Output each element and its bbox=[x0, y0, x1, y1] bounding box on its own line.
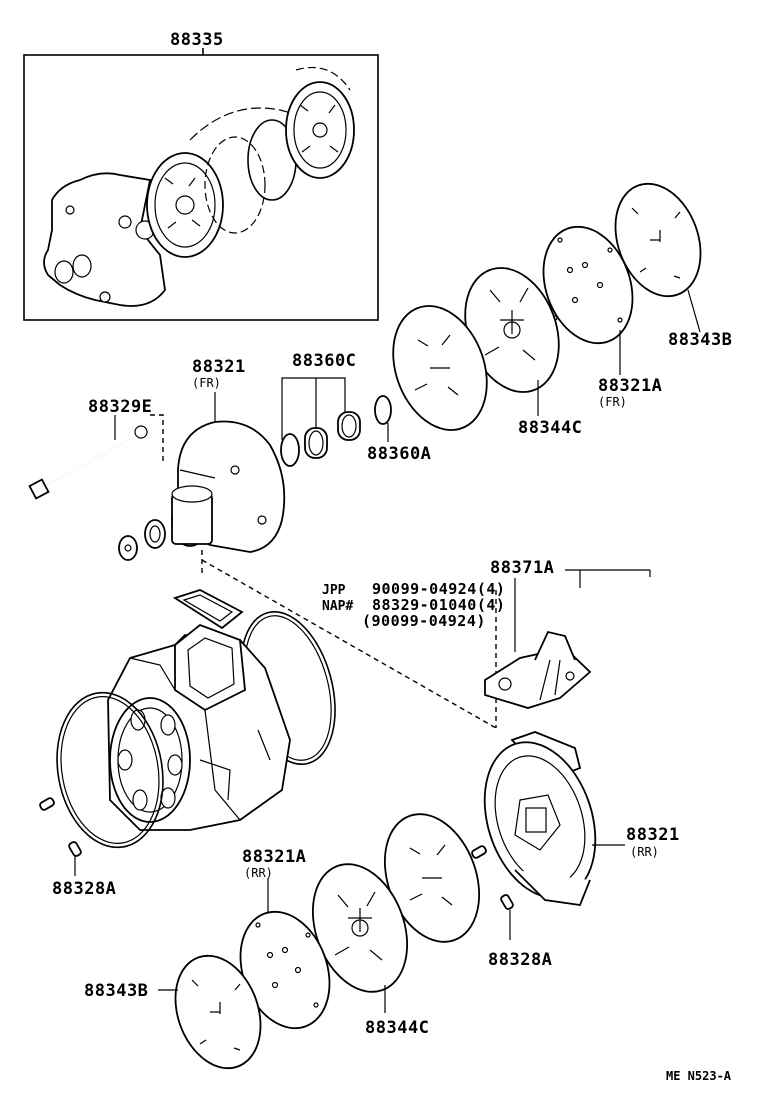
label-88344c-bottom: 88344C bbox=[365, 1018, 429, 1038]
note-alt-value: (90099-04924) bbox=[362, 612, 486, 630]
pin-88328a-right bbox=[471, 845, 514, 940]
compressor-housing bbox=[107, 623, 291, 831]
label-88321-fr-sub: (FR) bbox=[192, 376, 221, 390]
note-jpp-value: 90099-04924(4) bbox=[372, 580, 505, 598]
disc-88321a-fr bbox=[542, 225, 634, 375]
disc-88321a-rr bbox=[239, 878, 331, 1030]
seal-set-88360c bbox=[280, 377, 361, 467]
reference-code: ME N523-A bbox=[666, 1069, 732, 1083]
leader-88371a bbox=[514, 569, 651, 652]
kit-housing-plate bbox=[43, 172, 166, 307]
label-88321-rr: 88321 bbox=[626, 825, 680, 845]
kit-box-88335 bbox=[23, 48, 379, 321]
note-nap-value: 88329-01040(4) bbox=[372, 596, 505, 614]
kit-valve-plate bbox=[146, 152, 224, 258]
label-88321a-rr-sub: (RR) bbox=[244, 866, 273, 880]
label-88343b-bottom: 88343B bbox=[84, 981, 148, 1001]
note-nap-key: NAP# bbox=[322, 599, 353, 614]
bracket-88371a bbox=[484, 630, 592, 709]
label-88321-rr-sub: (RR) bbox=[630, 845, 659, 859]
label-88360c: 88360C bbox=[292, 351, 356, 371]
label-88321a-rr: 88321A bbox=[242, 847, 306, 867]
disc-valve-plate-front bbox=[392, 305, 488, 431]
label-88371a: 88371A bbox=[490, 558, 554, 578]
front-head-88321 bbox=[171, 392, 286, 553]
rear-head-88321 bbox=[483, 731, 625, 906]
label-88343b-top: 88343B bbox=[668, 330, 732, 350]
disc-88343b-bottom bbox=[158, 954, 262, 1070]
front-shaft-seals bbox=[118, 519, 166, 561]
align-line-2 bbox=[201, 559, 497, 729]
seal-88360a bbox=[374, 395, 392, 442]
gasket-top bbox=[172, 589, 244, 630]
label-88344c-top: 88344C bbox=[518, 418, 582, 438]
label-88321-fr: 88321 bbox=[192, 357, 246, 377]
label-88328a-right: 88328A bbox=[488, 950, 552, 970]
label-88321a-fr: 88321A bbox=[598, 376, 662, 396]
note-jpp-key: JPP bbox=[322, 583, 346, 598]
oring-rear-large bbox=[56, 691, 164, 849]
label-88329e: 88329E bbox=[88, 397, 152, 417]
disc-88344c-top bbox=[464, 267, 560, 416]
disc-88343b-top bbox=[614, 182, 702, 333]
label-88335: 88335 bbox=[170, 30, 224, 50]
label-88321a-fr-sub: (FR) bbox=[598, 395, 627, 409]
pin-88328a-left bbox=[39, 797, 82, 876]
kit-rear-valve-plate bbox=[285, 66, 355, 179]
label-88328a-left: 88328A bbox=[52, 879, 116, 899]
bolt-88329e bbox=[28, 414, 164, 500]
label-88360a: 88360A bbox=[367, 444, 431, 464]
